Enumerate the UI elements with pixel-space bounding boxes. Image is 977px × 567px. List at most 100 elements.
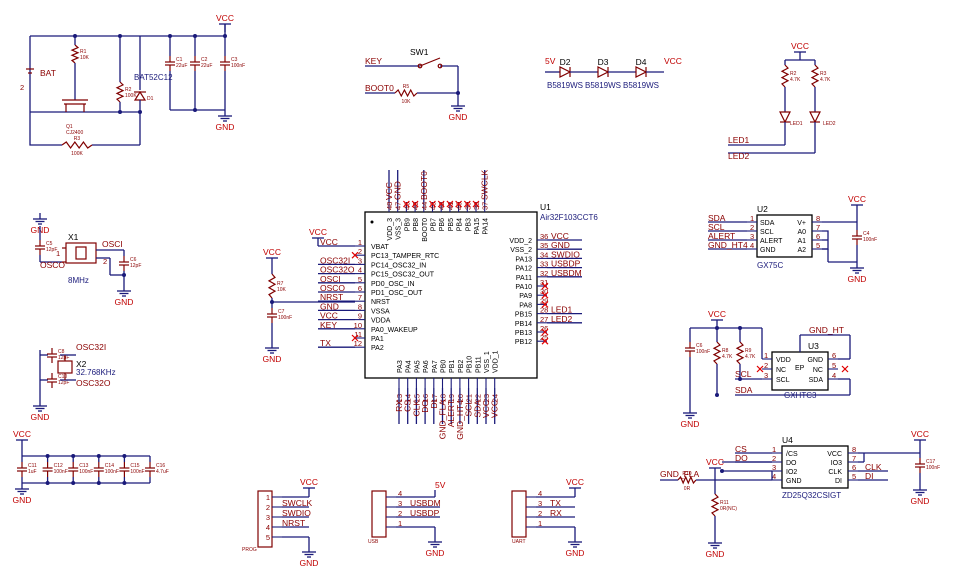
pin-name: PB13 bbox=[515, 330, 532, 337]
pin-number: 5 bbox=[266, 533, 270, 542]
junction-dot bbox=[96, 481, 101, 485]
switch-lever bbox=[419, 57, 441, 67]
cap-ref: C10 bbox=[58, 374, 67, 380]
flash-body bbox=[781, 445, 849, 489]
pin-name: PA10 bbox=[515, 284, 532, 291]
net-label: GND bbox=[393, 181, 403, 200]
no-connect-mark bbox=[463, 200, 471, 208]
junction-dot bbox=[118, 110, 122, 114]
pin-number: 10 bbox=[354, 321, 362, 330]
net-label: ALERT bbox=[446, 400, 456, 427]
pin-name: PA13 bbox=[515, 256, 532, 263]
cap-ref: C17 bbox=[926, 459, 935, 465]
junction-dot bbox=[45, 481, 50, 485]
no-connect-mark bbox=[455, 200, 463, 208]
crystal-case bbox=[65, 242, 97, 264]
pin-name: BOOT0 bbox=[422, 218, 429, 242]
net-label: SWDIO bbox=[551, 249, 580, 259]
no-connect-mark bbox=[541, 282, 549, 290]
pin-name: V+ bbox=[797, 220, 806, 227]
net-label: VCC bbox=[490, 400, 500, 418]
pin-name: SDA bbox=[809, 377, 824, 384]
crystal-ref: X1 bbox=[68, 232, 79, 242]
pin-number: 5 bbox=[816, 241, 820, 250]
pin-name: IO3 bbox=[831, 460, 842, 467]
net-label: VCC bbox=[320, 237, 338, 247]
pin-name: DO bbox=[786, 460, 797, 467]
cap-ref: C7 bbox=[278, 309, 285, 315]
cap-ref: C13 bbox=[79, 463, 88, 469]
no-connect-mark bbox=[541, 291, 549, 299]
power-label: VCC bbox=[300, 477, 318, 487]
net-label: SDA bbox=[472, 400, 482, 418]
mcu-ref: U1 bbox=[540, 202, 551, 212]
no-connect-mark bbox=[351, 251, 359, 259]
power-label: VCC bbox=[566, 477, 584, 487]
net-label: CLK bbox=[411, 400, 421, 417]
pin-name: VDD bbox=[776, 357, 791, 364]
gx75c-part: GX75C bbox=[757, 261, 783, 270]
resistor-ref: R3 bbox=[820, 71, 827, 77]
pin-name: GND bbox=[760, 247, 776, 254]
net-label: OSCO bbox=[320, 283, 345, 293]
net-label: USBDM bbox=[551, 268, 582, 278]
net-label: SWCLK bbox=[480, 169, 490, 200]
resistor bbox=[267, 273, 277, 299]
resistor-value: 4.7K bbox=[722, 354, 733, 360]
resistor bbox=[115, 81, 125, 103]
diode-part: B5819WS bbox=[585, 81, 621, 90]
net-label: DI bbox=[429, 400, 439, 409]
resistor-value: 4.7K bbox=[820, 77, 831, 83]
net-label: BOOT0 bbox=[419, 171, 429, 200]
power-label: VCC bbox=[708, 309, 726, 319]
resistor-value: 4.7K bbox=[790, 77, 801, 83]
pin-name: PD0_OSC_IN bbox=[371, 281, 415, 288]
pin-number: 37 bbox=[481, 202, 490, 210]
pin-name: CLK bbox=[828, 469, 842, 476]
pin-name: DI bbox=[835, 478, 842, 485]
pin-name: VDD_3 bbox=[387, 218, 394, 241]
cap-value: 22uF bbox=[176, 63, 187, 69]
cap-value: 100nF bbox=[105, 469, 119, 475]
pin-name: SCL bbox=[776, 377, 790, 384]
pin-name: PA6 bbox=[423, 360, 430, 373]
ground-label: GND bbox=[300, 558, 319, 567]
pin-name: PB1 bbox=[449, 360, 456, 373]
gxhtc3-ref: U3 bbox=[808, 341, 819, 351]
pin-number: 5 bbox=[358, 275, 362, 284]
diode-ref: D2 bbox=[560, 57, 571, 67]
pin-number: 4 bbox=[772, 472, 776, 481]
pin-name: VCC bbox=[827, 451, 842, 458]
pin-number: 4 bbox=[266, 523, 270, 532]
pin-number: 1 bbox=[538, 519, 542, 528]
pin-name: NRST bbox=[371, 299, 391, 306]
pin-name: VSS_2 bbox=[510, 247, 532, 254]
pin-name: VSS_1 bbox=[484, 351, 491, 373]
pin-number: 29 bbox=[540, 296, 548, 305]
net-label: VCC bbox=[551, 231, 569, 241]
pin-name: PA11 bbox=[516, 275, 532, 282]
pin-name: VDD_1 bbox=[493, 350, 500, 373]
net-label: RX bbox=[550, 508, 562, 518]
pin-number: 41 bbox=[446, 202, 455, 210]
net-label: RX bbox=[394, 400, 404, 412]
no-connect-mark bbox=[472, 200, 480, 208]
gx75c-ref: U2 bbox=[757, 204, 768, 214]
pin-number: 33 bbox=[540, 260, 548, 269]
cap-ref: C12 bbox=[54, 463, 63, 469]
pin-number: 25 bbox=[540, 333, 548, 342]
no-connect-mark bbox=[446, 200, 454, 208]
cap-value: 100nF bbox=[79, 469, 93, 475]
pin-name: PC14_OSC32_IN bbox=[371, 262, 426, 269]
pin-name: SDA bbox=[760, 220, 775, 227]
pin-name: NC bbox=[813, 367, 823, 374]
resistor bbox=[780, 64, 790, 88]
net-osc32i: OSC32I bbox=[76, 342, 106, 352]
net-boot0: BOOT0 bbox=[365, 83, 394, 93]
net-gnd-ht: GND_HT bbox=[809, 325, 844, 335]
led-ref: LED1 bbox=[790, 121, 803, 127]
ground-label: GND bbox=[263, 354, 282, 364]
resistor-value: 10K bbox=[80, 55, 90, 61]
net-label: USBDM bbox=[410, 498, 441, 508]
ground-label: GND bbox=[449, 112, 468, 122]
